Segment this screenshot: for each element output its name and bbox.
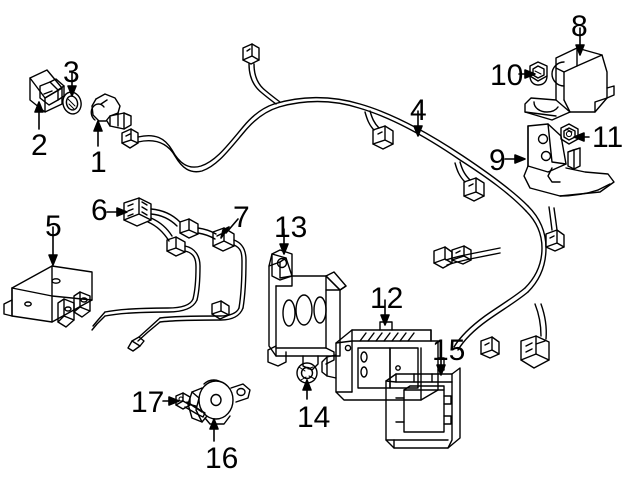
callout-label-16: 16 bbox=[205, 442, 239, 475]
part-2-sensor-retainer-bracket bbox=[29, 69, 65, 113]
part-16-ultrasonic-corner-sensor bbox=[187, 379, 251, 425]
callout-label-6: 6 bbox=[91, 194, 108, 227]
callout-label-8: 8 bbox=[571, 10, 588, 43]
part-6-7-antenna-cable-assembly bbox=[91, 197, 247, 352]
callout-label-14: 14 bbox=[297, 401, 331, 434]
callout-arrows bbox=[34, 27, 590, 442]
part-1-parking-aid-sensor bbox=[90, 93, 132, 130]
callout-label-13: 13 bbox=[274, 211, 308, 244]
part-5-parking-aid-control-module bbox=[3, 265, 93, 328]
part-15-module-protective-cover bbox=[385, 367, 461, 449]
harness-branch-connectors bbox=[433, 206, 565, 369]
callout-label-1: 1 bbox=[90, 146, 107, 179]
callout-label-3: 3 bbox=[63, 56, 80, 89]
callout-label-10: 10 bbox=[490, 59, 524, 92]
part-3-sensor-seal-ring bbox=[62, 91, 82, 115]
callout-label-15: 15 bbox=[432, 334, 466, 367]
part-8-blind-spot-radar-sensor bbox=[524, 47, 615, 121]
callout-label-11: 11 bbox=[592, 121, 624, 154]
part-9-radar-sensor-mounting-bracket bbox=[523, 123, 615, 197]
callout-label-2: 2 bbox=[31, 129, 48, 162]
part-11-bracket-retaining-nut bbox=[560, 123, 579, 145]
part-17-sensor-mounting-screw bbox=[175, 392, 206, 418]
callout-label-5: 5 bbox=[45, 210, 62, 243]
callout-label-9: 9 bbox=[489, 144, 506, 177]
callout-label-12: 12 bbox=[370, 282, 404, 315]
callout-label-17: 17 bbox=[131, 386, 165, 419]
part-4-parking-aid-wire-harness bbox=[121, 43, 547, 351]
callout-label-4: 4 bbox=[410, 94, 427, 127]
part-13-module-mounting-bracket bbox=[267, 249, 347, 371]
callout-label-7: 7 bbox=[233, 201, 250, 234]
